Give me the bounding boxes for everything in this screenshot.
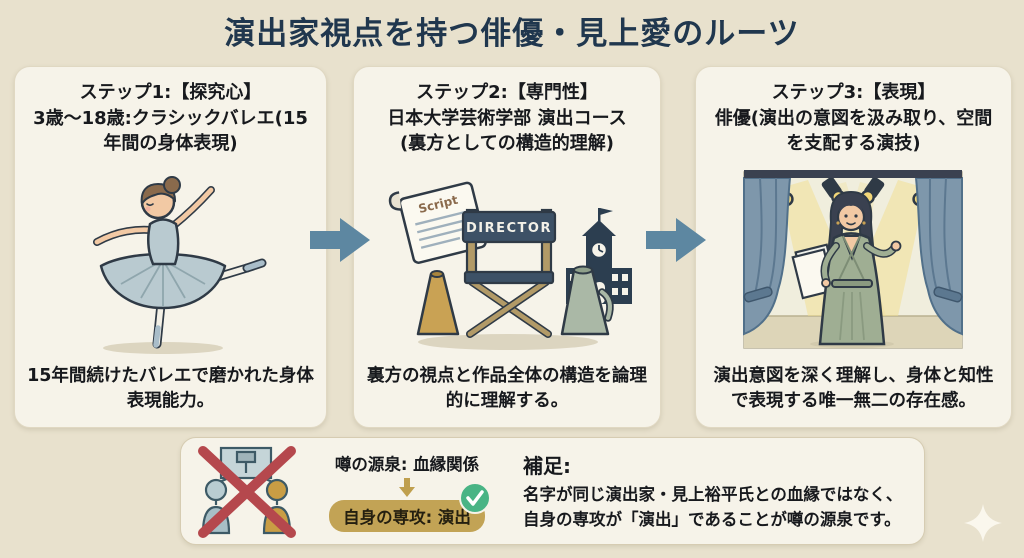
- floor-shadow: [418, 334, 598, 351]
- step-3-caption: 演出意図を深く理解し、身体と知性で表現する唯一無二の存在感。: [713, 366, 994, 411]
- bodice: [146, 218, 179, 266]
- own-major-pill: 自身の専攻: 演出: [329, 481, 491, 532]
- step-2-caption: 裏方の視点と作品全体の構造を論理的に理解する。: [367, 366, 647, 411]
- footnote-box: 噂の源泉: 血縁関係 自身の専攻: 演出 補足: 名字が同じ演出家・見上裕平氏と…: [180, 437, 925, 545]
- hair-bun: [162, 176, 181, 195]
- gold-cone-icon: [416, 270, 460, 336]
- stage-svg: [743, 170, 963, 350]
- step-1-caption: 15年間続けたバレエで磨かれた身体表現能力。: [27, 366, 314, 411]
- check-circle-icon: [458, 481, 491, 514]
- note-line-1: 名字が同じ演出家・見上裕平氏との血縁ではなく、: [523, 484, 903, 504]
- floor-shadow: [102, 342, 223, 355]
- step-3-panel: ステップ3:【表現】 俳優(演出の意図を汲み取り、空間を支配する演技): [695, 66, 1012, 428]
- family-tree-crossed-icon: [193, 443, 301, 539]
- arrow-right-icon: [310, 218, 370, 262]
- note-column: 補足: 名字が同じ演出家・見上裕平氏との血縁ではなく、 自身の専攻が「演出」であ…: [513, 450, 904, 533]
- note-line-2: 自身の専攻が「演出」であることが噂の源泉です。: [523, 509, 901, 529]
- director-svg: Script: [388, 181, 632, 351]
- rumor-flow: 噂の源泉: 血縁関係 自身の専攻: 演出: [311, 451, 503, 532]
- megaphone-icon: [560, 265, 614, 336]
- step-2-panel: ステップ2:【専門性】 日本大学芸術学部 演出コース (裏方としての構造的理解)…: [353, 66, 661, 428]
- x-mark-icon: [198, 446, 296, 538]
- sparkle-icon: [964, 504, 1002, 542]
- ballerina-figure: [92, 176, 266, 349]
- ballerina-svg: [92, 176, 266, 355]
- step-1-heading: ステップ1:【探究心】 3歳〜18歳:クラシックバレエ(15年間の身体表現): [33, 82, 308, 155]
- actress-on-stage-illustration: [706, 157, 1001, 364]
- page-title: 演出家視点を持つ俳優・見上愛のルーツ: [224, 16, 800, 52]
- director-chair-label: DIRECTOR: [466, 221, 552, 236]
- rumor-source-label: 噂の源泉: 血縁関係: [334, 454, 480, 474]
- step-3-heading: ステップ3:【表現】 俳優(演出の意図を汲み取り、空間を支配する演技): [714, 82, 993, 155]
- ballerina-illustration: [25, 157, 316, 364]
- step-2-heading: ステップ2:【専門性】 日本大学芸術学部 演出コース (裏方としての構造的理解): [387, 82, 627, 155]
- curtain-left: [743, 177, 792, 336]
- actress-figure: [791, 191, 902, 349]
- step-1-panel: ステップ1:【探究心】 3歳〜18歳:クラシックバレエ(15年間の身体表現): [14, 66, 327, 428]
- arrow-right-icon: [646, 218, 706, 262]
- director-chair-icon: DIRECTOR: [461, 209, 557, 339]
- director-chair-illustration: Script: [364, 157, 650, 364]
- own-major-label: 自身の専攻: 演出: [343, 507, 471, 527]
- note-heading: 補足:: [523, 453, 571, 478]
- curtain-right: [914, 177, 963, 336]
- stage-top-bar: [744, 170, 962, 179]
- down-arrow-icon: [399, 477, 415, 497]
